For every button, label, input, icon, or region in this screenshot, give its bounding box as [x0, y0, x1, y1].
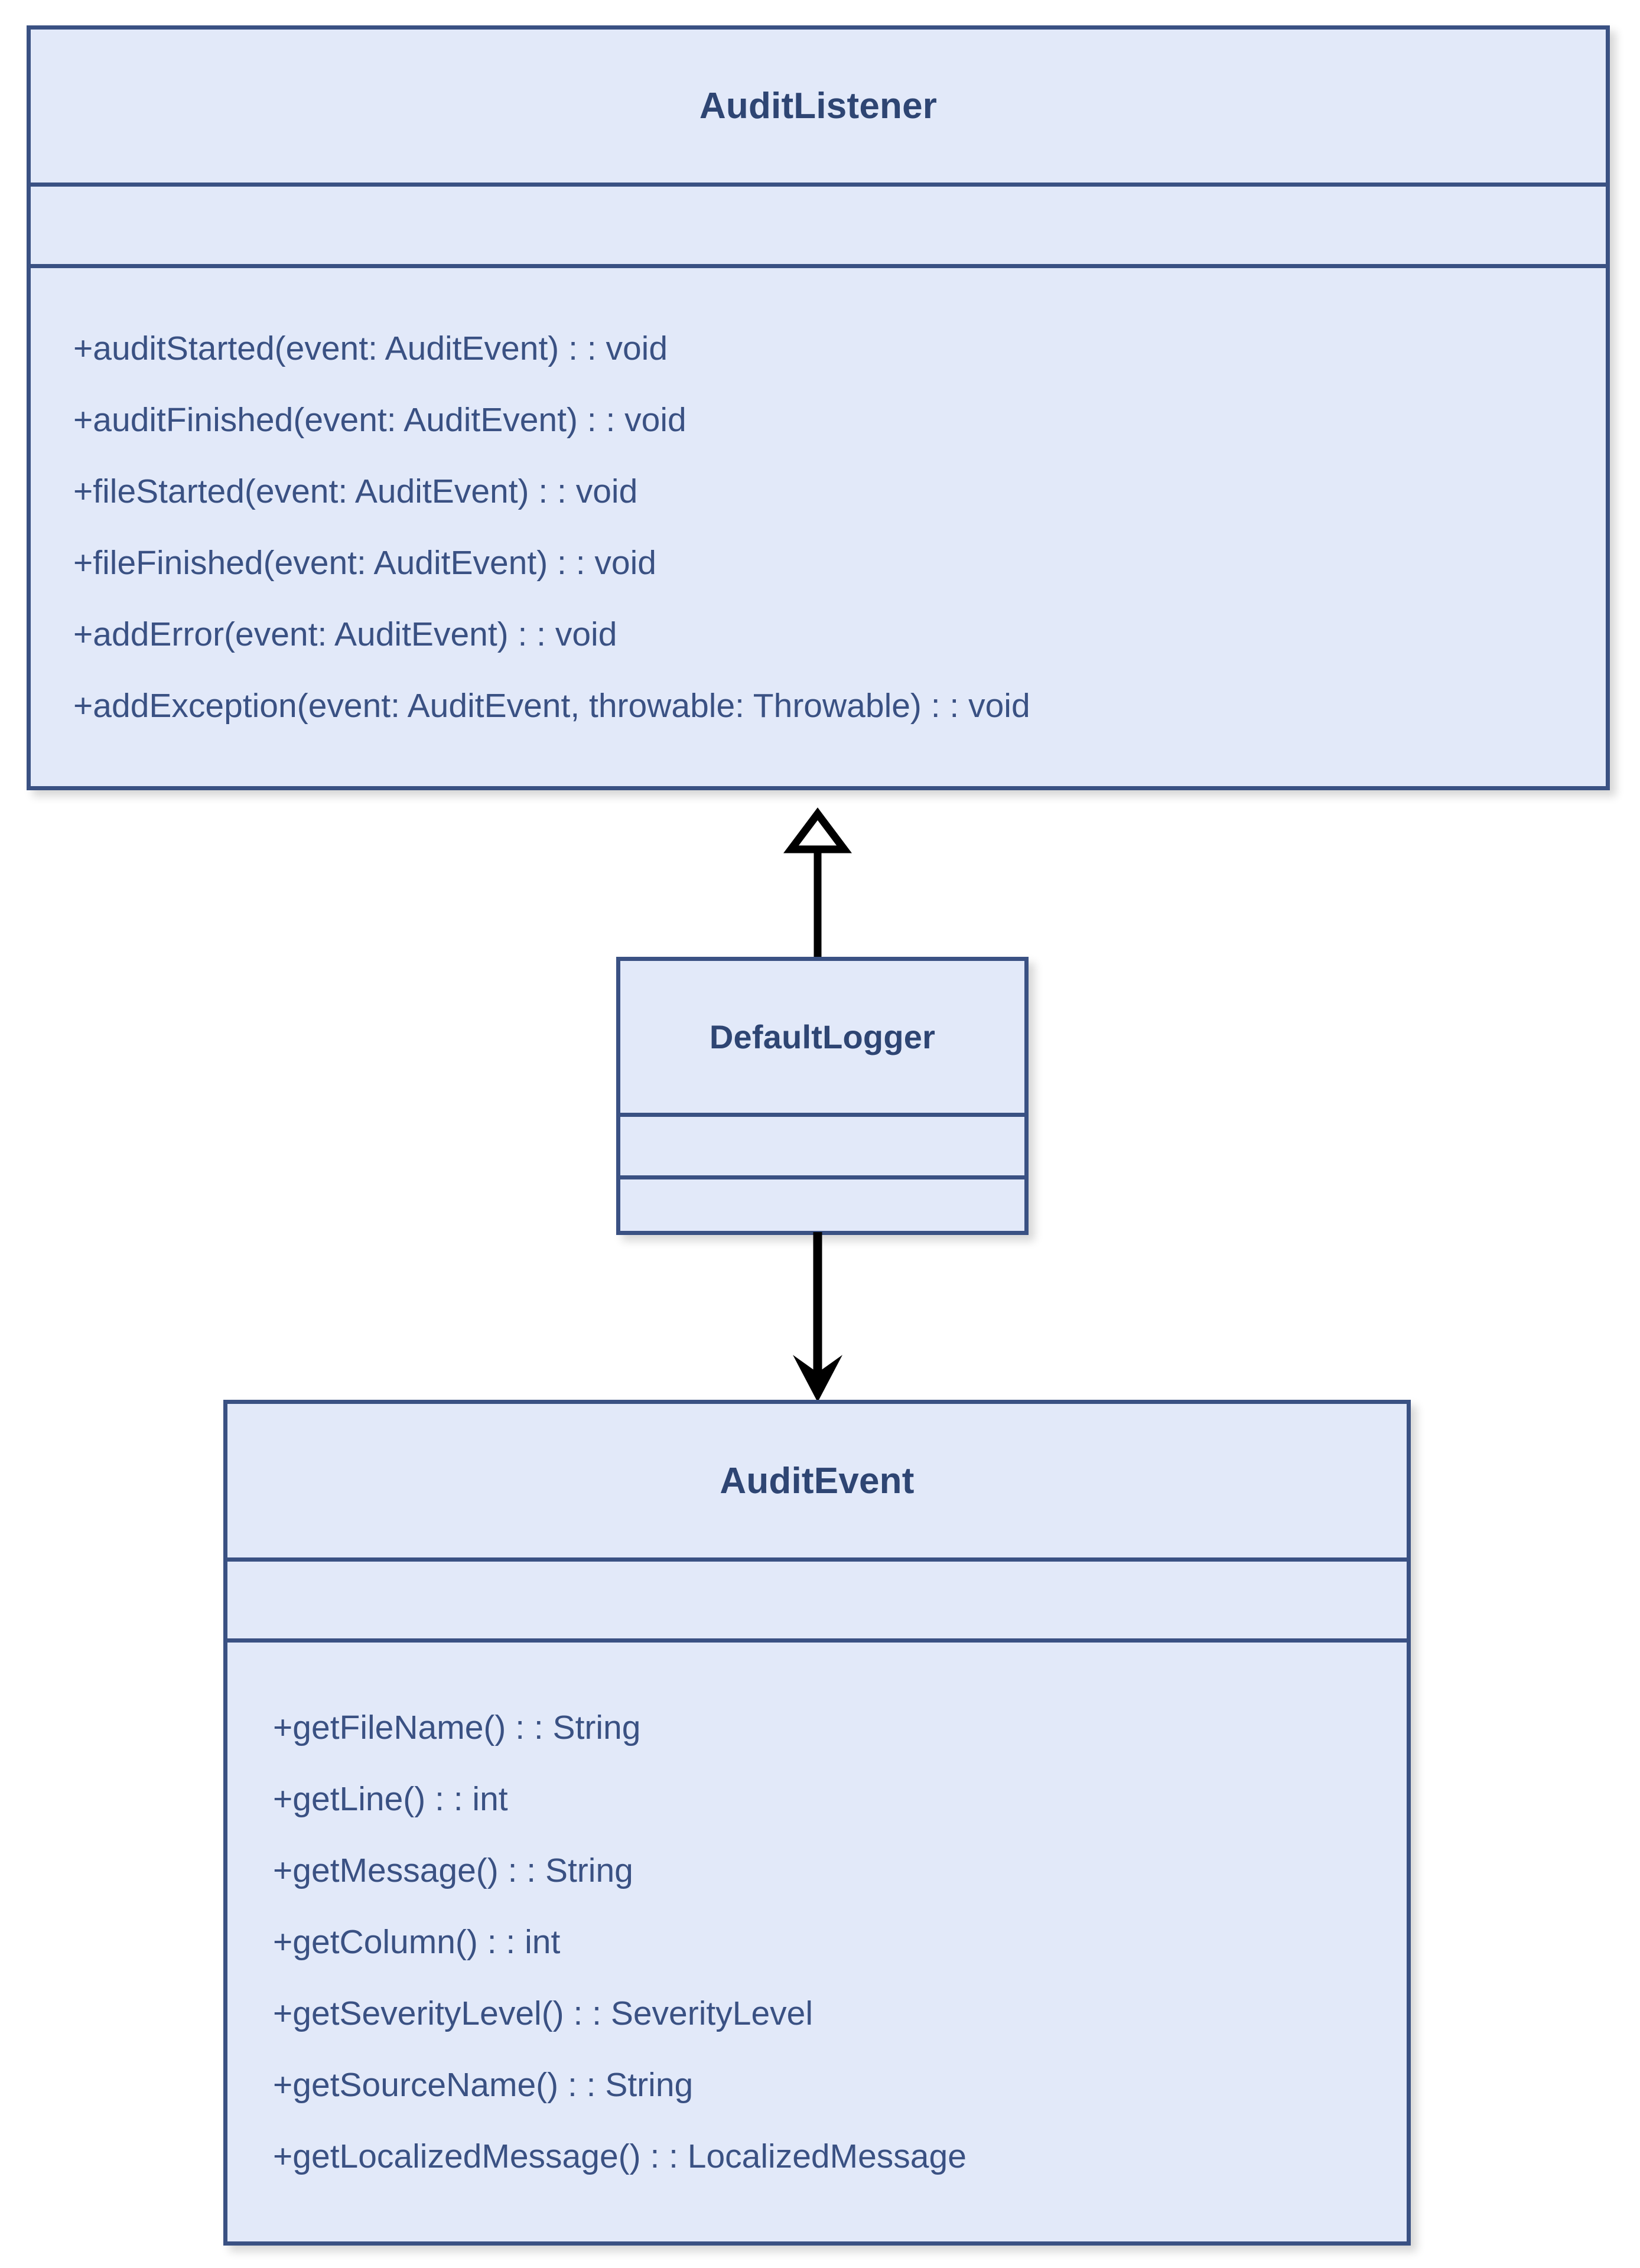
generalization-arrow-default-logger-to-audit-listener [782, 803, 853, 958]
attributes-compartment-audit-event [227, 1557, 1407, 1638]
class-box-default-logger[interactable]: DefaultLogger [616, 957, 1029, 1235]
method-item: +getLine() : : int [273, 1780, 508, 1818]
method-item: +getSeverityLevel() : : SeverityLevel [273, 1994, 814, 2032]
attributes-compartment-default-logger [620, 1113, 1024, 1175]
association-arrow-default-logger-to-audit-event [782, 1232, 853, 1403]
class-box-audit-event[interactable]: AuditEvent +getFileName() : : String +ge… [223, 1400, 1411, 2246]
method-item: +getSourceName() : : String [273, 2065, 694, 2104]
method-item: +fileStarted(event: AuditEvent) : : void [73, 472, 638, 510]
attributes-compartment-audit-listener [31, 183, 1606, 264]
method-item: +getFileName() : : String [273, 1708, 641, 1746]
method-item: +getMessage() : : String [273, 1851, 633, 1889]
class-name-audit-event: AuditEvent [720, 1460, 915, 1501]
method-item: +fileFinished(event: AuditEvent) : : voi… [73, 543, 656, 582]
method-item: +addException(event: AuditEvent, throwab… [73, 686, 1030, 725]
class-box-audit-listener[interactable]: AuditListener +auditStarted(event: Audit… [27, 25, 1610, 790]
methods-compartment-default-logger [620, 1175, 1024, 1231]
hollow-triangle-arrow-icon [783, 807, 852, 958]
method-item: +addError(event: AuditEvent) : : void [73, 615, 617, 653]
methods-compartment-audit-event: +getFileName() : : String +getLine() : :… [227, 1638, 1407, 2241]
method-item: +getLocalizedMessage() : : LocalizedMess… [273, 2137, 967, 2175]
filled-arrow-icon [793, 1232, 842, 1402]
methods-compartment-audit-listener: +auditStarted(event: AuditEvent) : : voi… [31, 264, 1606, 786]
method-item: +auditStarted(event: AuditEvent) : : voi… [73, 329, 668, 367]
method-item: +getColumn() : : int [273, 1922, 561, 1961]
class-name-default-logger: DefaultLogger [709, 1018, 936, 1055]
method-item: +auditFinished(event: AuditEvent) : : vo… [73, 400, 686, 439]
class-name-audit-listener: AuditListener [699, 86, 938, 126]
